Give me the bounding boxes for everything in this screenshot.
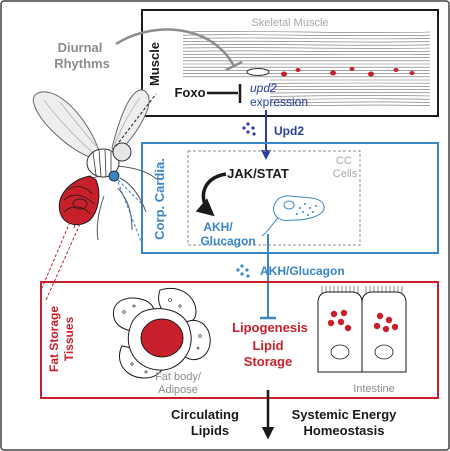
cc-cells-box bbox=[187, 150, 361, 246]
intestine-label: Intestine bbox=[353, 383, 395, 395]
muscle-fiber-line bbox=[183, 47, 430, 49]
muscle-nuclei bbox=[246, 67, 415, 77]
akh-cc-label-line2: Glucagon bbox=[200, 234, 255, 248]
fly-fat-connector-b bbox=[45, 223, 81, 301]
upd2-signal: Upd2 bbox=[242, 110, 304, 160]
diurnal-label-line1: Diurnal bbox=[58, 40, 103, 55]
storage-label: Storage bbox=[244, 354, 292, 369]
fat-side-label-line2: Tissues bbox=[62, 316, 76, 361]
intestine-cells-icon bbox=[317, 286, 407, 373]
diurnal-rhythms: Diurnal Rhythms bbox=[54, 28, 243, 72]
fat-side-label-line1: Fat Storage bbox=[47, 306, 61, 372]
systemic-label-line1: Systemic Energy bbox=[292, 407, 398, 422]
akh-signal-dots-icon bbox=[236, 264, 250, 278]
muscle-fiber-line bbox=[183, 37, 430, 40]
lipogenesis-label: Lipogenesis bbox=[232, 320, 308, 335]
muscle-side-label: Muscle bbox=[147, 42, 162, 86]
jakstat-to-akh-arrow bbox=[195, 172, 227, 217]
fly-head bbox=[112, 142, 132, 162]
foxo-label: Foxo bbox=[174, 85, 205, 100]
muscle-fiber-line bbox=[183, 50, 430, 52]
upd2-expression-label: expression bbox=[250, 95, 308, 109]
outputs: Circulating Lipids Systemic Energy Homeo… bbox=[171, 390, 398, 440]
muscle-fiber-line bbox=[183, 53, 430, 55]
fly-wing-left bbox=[32, 91, 101, 159]
lipid-droplet bbox=[140, 318, 184, 358]
fly-cc-spot bbox=[108, 170, 120, 182]
diurnal-inhibition-bar bbox=[225, 60, 243, 72]
skeletal-muscle-label: Skeletal Muscle bbox=[251, 17, 328, 29]
fly-cc-connector-b bbox=[117, 181, 143, 245]
circulating-label-line1: Circulating bbox=[171, 407, 239, 422]
fly-fat-connector-a bbox=[41, 221, 71, 289]
cc-panel-border bbox=[141, 142, 439, 254]
fly-muscle-connector bbox=[115, 93, 157, 147]
fat-panel: Fat Storage Tissues Fat body/ Adipose Li… bbox=[40, 281, 439, 399]
muscle-panel: Muscle Skeletal Muscle Foxo upd2 express… bbox=[141, 9, 439, 117]
akh-signal: AKH/Glucagon bbox=[236, 234, 345, 320]
cc-cells-label-line1: CC bbox=[336, 155, 352, 167]
muscle-fiber-line bbox=[183, 31, 430, 33]
fly-cc-connector-a bbox=[117, 179, 143, 205]
fly-abdomen bbox=[58, 175, 100, 226]
cc-panel: Corp. Cardia. CC Cells JAK/STAT AKH/ Glu… bbox=[141, 142, 439, 254]
akh-signal-label: AKH/Glucagon bbox=[260, 264, 345, 278]
cc-cell-icon bbox=[261, 195, 325, 237]
upd2-signal-label: Upd2 bbox=[274, 124, 304, 138]
circulating-label-line2: Lipids bbox=[191, 423, 229, 438]
fat-panel-border bbox=[40, 281, 439, 399]
fly-illustration-icon bbox=[32, 89, 159, 301]
diurnal-arrow bbox=[115, 28, 236, 67]
fatbody-label-line2: Adipose bbox=[158, 384, 198, 396]
muscle-fiber-line bbox=[183, 34, 430, 37]
upd2-signal-dots-icon bbox=[242, 122, 256, 136]
jakstat-label: JAK/STAT bbox=[227, 166, 289, 181]
muscle-fiber-line bbox=[183, 44, 430, 46]
fat-cell-texture bbox=[122, 298, 202, 374]
diurnal-label-line2: Rhythms bbox=[54, 56, 110, 71]
systemic-label-line2: Homeostasis bbox=[304, 423, 385, 438]
fly-wing-right bbox=[111, 89, 150, 155]
cc-cells-label-line2: Cells bbox=[333, 168, 358, 180]
akh-cc-label-line1: AKH/ bbox=[203, 220, 233, 234]
cc-side-label: Corp. Cardia. bbox=[152, 158, 167, 240]
fatbody-label-line1: Fat body/ bbox=[155, 371, 202, 383]
upd2-gene-label: upd2 bbox=[250, 81, 277, 95]
lipid-label: Lipid bbox=[252, 338, 283, 353]
